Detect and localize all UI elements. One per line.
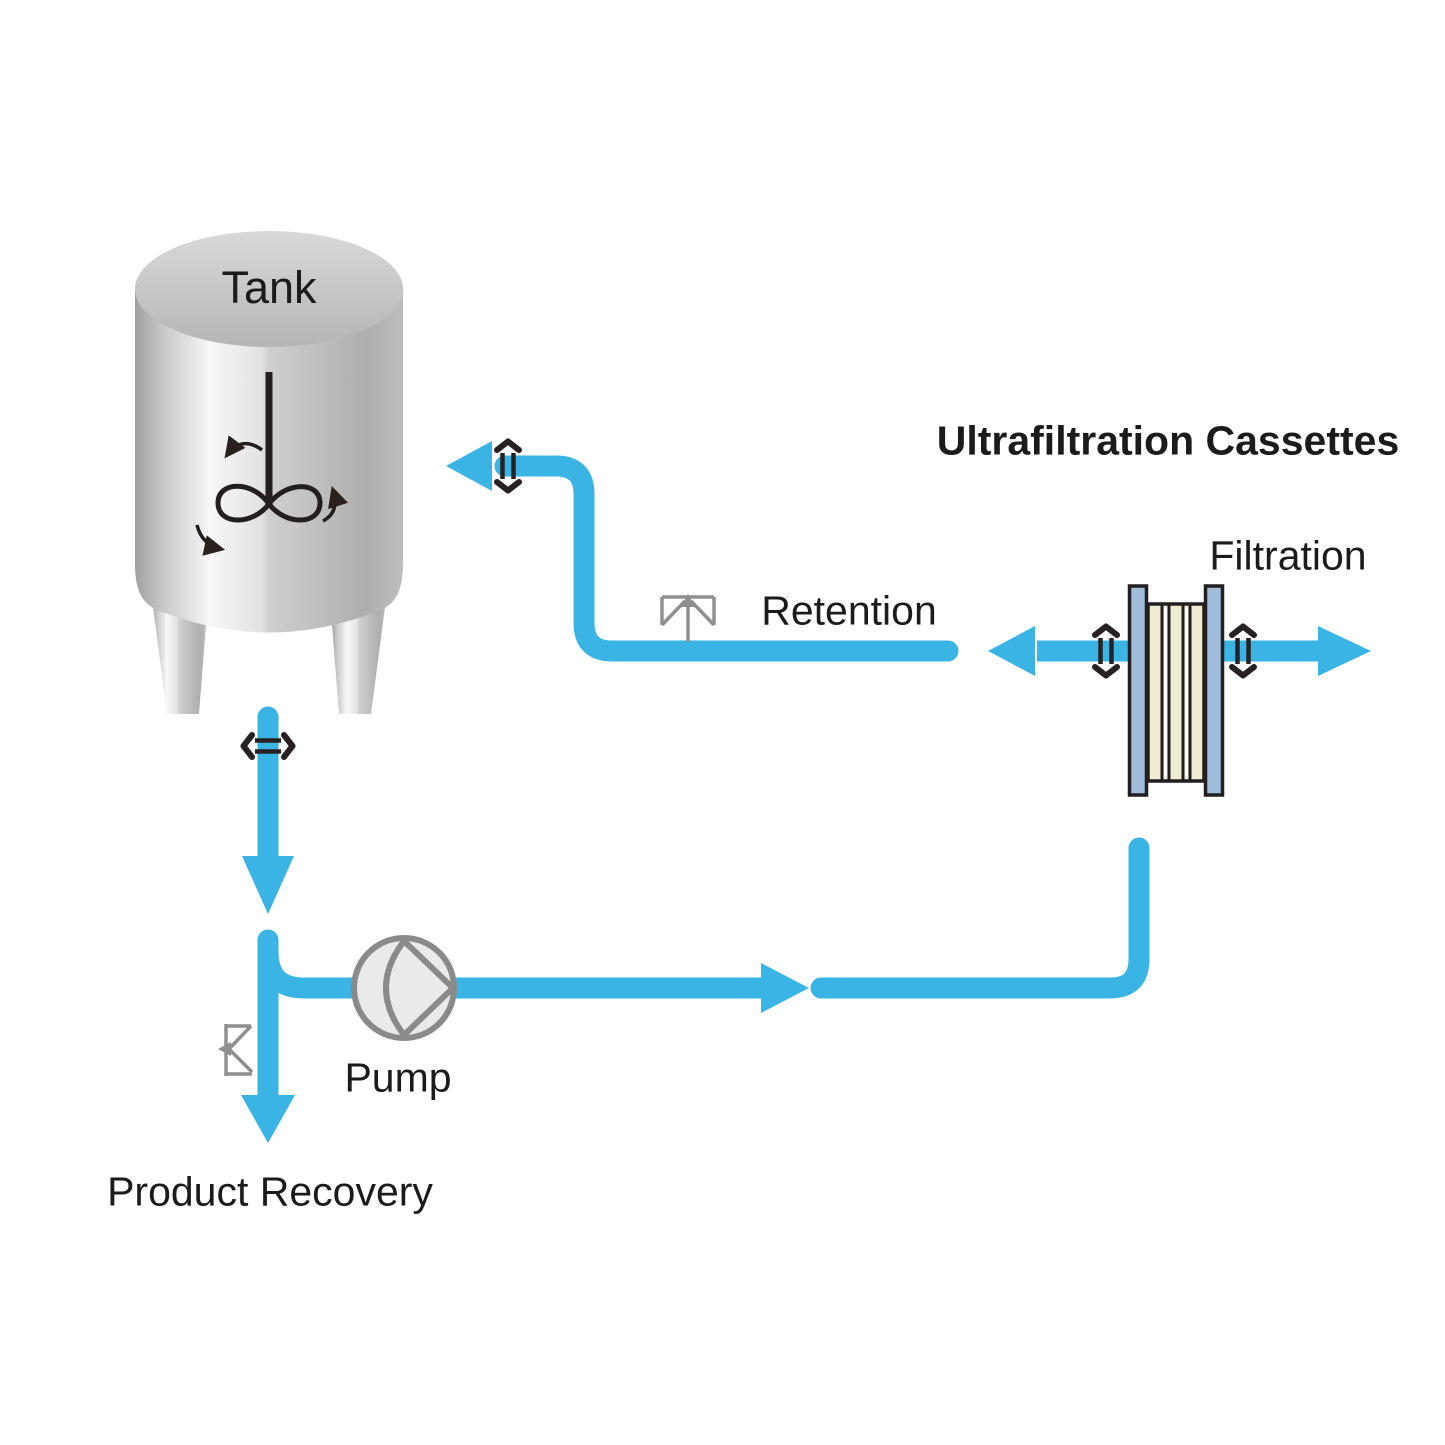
filtrate-outlet-arrow xyxy=(1210,626,1371,676)
flow-arrow-icon xyxy=(761,963,809,1013)
tank-lid xyxy=(135,231,403,347)
uf-cassette xyxy=(1127,584,1225,797)
impeller-icon xyxy=(195,372,349,556)
feed-pipe-to-cassette xyxy=(810,837,1150,999)
product-recovery-label: Product Recovery xyxy=(107,1168,433,1215)
drain-valve-icon xyxy=(218,1024,254,1076)
tank-leg-right xyxy=(331,592,387,714)
ultrafiltration-cassettes-label: Ultrafiltration Cassettes xyxy=(936,417,1400,464)
retention-return-pipe xyxy=(446,441,959,662)
flow-arrow-icon xyxy=(446,441,492,491)
flow-arrow-icon xyxy=(1318,626,1371,676)
filtration-label: Filtration xyxy=(1209,532,1367,579)
flow-arrow-icon xyxy=(988,626,1035,676)
cassette-membrane-stack xyxy=(1146,602,1206,783)
tank-label: Tank xyxy=(221,262,317,313)
tank-leg-left xyxy=(151,592,207,714)
cassette-plate-left xyxy=(1127,584,1149,797)
pump-icon xyxy=(351,935,457,1041)
tank xyxy=(135,231,403,714)
cassette-plate-right xyxy=(1203,584,1225,797)
flow-arrow-icon xyxy=(242,856,294,914)
retention-label: Retention xyxy=(761,587,937,634)
tank-outlet-pipe xyxy=(242,706,294,914)
spray-vent-icon xyxy=(660,594,716,642)
pump-suction-and-recovery-pipe xyxy=(241,929,809,1143)
pump-label: Pump xyxy=(344,1054,452,1101)
flow-arrow-icon xyxy=(241,1095,295,1143)
retentate-outlet-arrow xyxy=(988,626,1133,676)
